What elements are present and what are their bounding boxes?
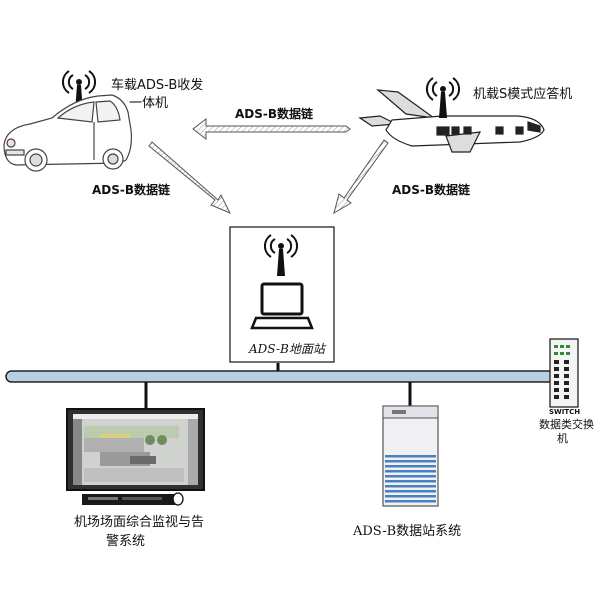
switch-device-text: SWITCH: [549, 408, 580, 416]
arrow-vehicle-to-ground: [148, 141, 232, 214]
vehicle-antenna-icon: [62, 70, 96, 112]
switch-icon: [549, 338, 579, 408]
monitor-label-line2: 警系统: [106, 533, 145, 549]
arrow-aircraft-to-ground: [333, 139, 389, 215]
switch-node: SWITCH 数据类交换 机: [539, 338, 594, 445]
aircraft-antenna-icon: [426, 77, 460, 118]
monitor-label-line1: 机场场面综合监视与告: [74, 515, 204, 530]
keyboard-icon: [82, 492, 184, 506]
switch-label-line1: 数据类交换: [539, 417, 594, 431]
ground-station-antenna-icon: [264, 234, 298, 276]
link-label-aircraft-ground: ADS-B数据链: [392, 182, 471, 197]
car-icon: [3, 94, 133, 172]
vehicle-label-line1: 车载ADS-B收发: [111, 77, 203, 93]
link-label-aircraft-vehicle: ADS-B数据链: [235, 106, 314, 121]
monitor-icon: [66, 408, 205, 491]
server-icon: [382, 405, 439, 507]
ground-station-label: ADS-B地面站: [248, 342, 327, 356]
airplane-icon: [358, 89, 545, 153]
aircraft-label: 机载S模式应答机: [473, 86, 572, 102]
network-bus: [5, 370, 559, 383]
vehicle-node: 车载ADS-B收发 一体机: [3, 70, 203, 172]
link-label-vehicle-ground: ADS-B数据链: [92, 182, 171, 197]
vehicle-label-line2: 一体机: [129, 96, 168, 111]
data-station-label: ADS-B数据站系统: [352, 524, 461, 539]
aircraft-node: 机载S模式应答机: [358, 77, 572, 153]
laptop-icon: [250, 282, 314, 330]
arrow-aircraft-to-vehicle: [192, 117, 351, 141]
ground-station-node: ADS-B地面站: [229, 226, 335, 363]
switch-label-line2: 机: [557, 431, 568, 445]
data-station-node: ADS-B数据站系统: [352, 405, 461, 539]
monitor-node: 机场场面综合监视与告 警系统: [66, 408, 205, 549]
